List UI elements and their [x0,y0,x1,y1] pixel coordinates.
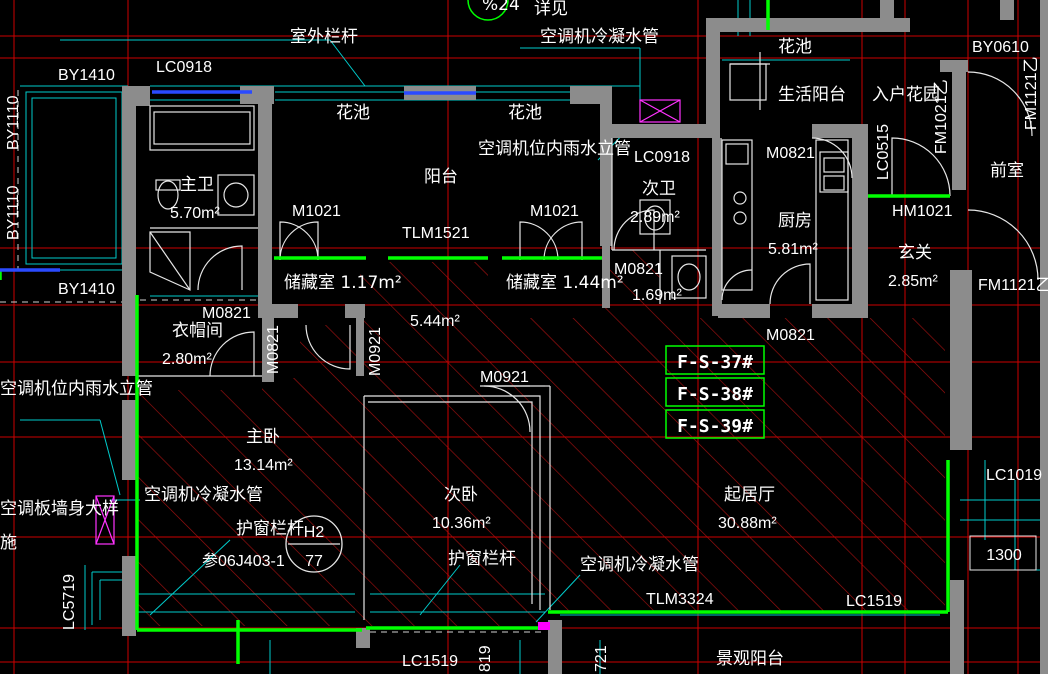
room-labels: 主卫 5.70m² 衣帽间 2.80m² 阳台 储藏室 1.17m² 储藏室 1… [162,85,1024,669]
code-by1410-bottom: BY1410 [58,281,115,298]
code-lc0918-a: LC0918 [156,59,212,76]
code-lc5719: LC5719 [61,574,78,630]
top-tag-circle [467,0,509,21]
ac-units [95,99,681,545]
room-master-bath-area: 5.70m² [170,205,220,222]
dimension-box [969,535,1037,571]
dimension-1300: 1300 [986,547,1022,564]
room-living-room-area: 30.88m² [718,515,777,532]
code-fm1021: FM1021乙 [933,79,950,154]
h2-tag: H2 77 [285,515,343,573]
magenta-marker [538,622,550,630]
label-ac-wall-detail: 空调板墙身大样 [0,499,119,519]
code-lc1519-a: LC1519 [846,593,902,610]
label-outdoor-railing: 室外栏杆 [290,27,358,47]
code-m0921-b: M0921 [480,369,529,386]
code-lc0918-b: LC0918 [634,149,690,166]
label-top-code: %24 [482,0,520,15]
code-m0821-a: M0821 [202,305,251,322]
code-fm1121-b: FM1121乙 [978,277,1048,294]
label-left-fragment: 施 [0,533,17,553]
h2-label: H2 [304,524,325,541]
blue-lines [0,90,476,272]
code-m0821-d: M0821 [766,145,815,162]
code-819: 819 [477,645,494,672]
h2-number: 77 [305,553,323,570]
label-ac-condensate-left: 空调机冷凝水管 [144,485,263,505]
room-front-room: 前室 [990,161,1024,181]
room-second-bath-area: 2.89m² [630,209,680,226]
code-tlm1521: TLM1521 [402,225,470,242]
room-service-balcony: 生活阳台 [778,85,846,105]
code-m0821-c: M0821 [614,261,663,278]
room-master-bedroom: 主卧 [246,427,280,447]
code-lc0515: LC0515 [875,124,892,180]
code-m1021-b: M1021 [530,203,579,220]
code-hm1021: HM1021 [892,203,953,220]
room-entry-garden: 入户花园 [872,85,940,105]
room-second-bedroom: 次卧 [444,485,478,505]
room-foyer-area: 2.85m² [888,273,938,290]
room-kitchen: 厨房 [778,211,812,231]
room-master-bedroom-area: 13.14m² [234,457,293,474]
code-m1021-a: M1021 [292,203,341,220]
label-rail-ref: 参06J403-1 [202,552,285,570]
code-m0921-a: M0921 [367,327,384,376]
opening-codes: BY1410 BY1410 BY1110 BY1110 LC0918 LC091… [5,39,1048,672]
code-by1110-a: BY1110 [5,95,22,150]
label-planter-2: 花池 [508,103,542,123]
room-hall-area: 5.44m² [410,313,460,330]
label-window-rail-left: 护窗栏杆 [236,519,304,539]
green-lines [0,0,950,664]
room-kitchen-area: 5.81m² [768,241,818,258]
fixtures [149,143,849,299]
dashed-lines [0,90,545,633]
label-planter-3: 花池 [778,37,812,57]
annotation-labels: 花池 花池 花池 室外栏杆 空调机冷凝水管 空调机位内雨水立管 空调机位内雨水立… [0,0,812,575]
fs37-tag: F-S-37# [677,352,753,373]
fs38-tag: F-S-38# [677,384,753,405]
room-foyer: 玄关 [898,243,932,263]
room-view-balcony: 景观阳台 [716,649,784,669]
code-m0821-b: M0821 [265,325,282,374]
code-lc1019: LC1019 [986,467,1042,484]
label-ac-condensate-bottom: 空调机冷凝水管 [580,555,699,575]
room-cloakroom: 衣帽间 [172,321,223,341]
room-second-bath: 次卫 [642,179,676,199]
fs39-tag: F-S-39# [677,416,753,437]
room-storage-2: 储藏室 1.44m² [506,273,624,293]
label-detail-top: 详见 [534,0,568,19]
label-ac-rain-pipe-mid: 空调机位内雨水立管 [478,139,631,159]
label-ac-rain-pipe-left: 空调机位内雨水立管 [0,379,153,399]
walls [122,0,1048,674]
label-ac-condensate-top: 空调机冷凝水管 [540,27,659,47]
code-by0610: BY0610 [972,39,1029,56]
label-planter-1: 花池 [336,103,370,123]
fs-tags [665,345,765,439]
label-window-rail-mid: 护窗栏杆 [448,549,516,569]
code-tlm3324: TLM3324 [646,591,714,608]
room-storage-1: 储藏室 1.17m² [284,273,402,293]
room-wc-area: 1.69m² [632,287,682,304]
room-balcony: 阳台 [424,167,458,187]
room-cloakroom-area: 2.80m² [162,351,212,368]
cyan-lines [20,0,1048,674]
code-m0821-e: M0821 [766,327,815,344]
room-living-room: 起居厅 [724,485,775,505]
door-swings [197,71,1039,433]
code-721: 721 [593,645,610,672]
code-fm1121-a: FM1121乙 [1023,56,1040,130]
code-lc1519-b: LC1519 [402,653,458,670]
code-by1110-b: BY1110 [5,185,22,240]
code-by1410-top: BY1410 [58,67,115,84]
room-master-bath: 主卫 [180,175,214,195]
room-second-bedroom-area: 10.36m² [432,515,491,532]
